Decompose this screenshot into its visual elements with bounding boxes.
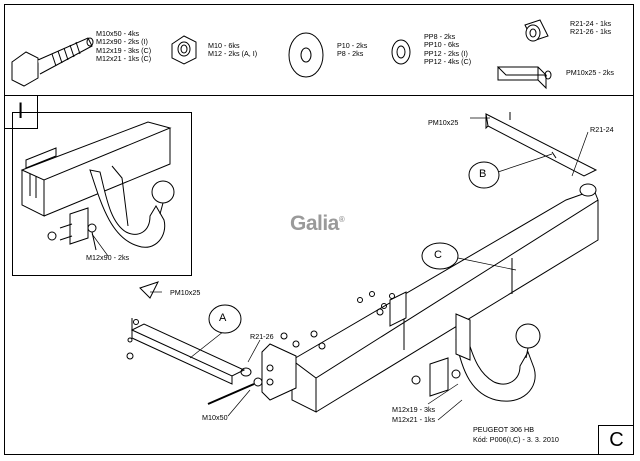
upper-plate [376,291,407,327]
bolts-legend: M10x50 - 4ks M12x90 - 2ks (I) M12x19 - 3… [96,29,152,64]
galia-logo: Galia® [290,212,345,236]
spacer-icon [524,19,549,42]
inset-frame [12,112,192,276]
legend-line: M10 - 6ks [208,41,240,50]
tow-ball [411,313,541,402]
fasteners [126,291,395,405]
legend-line: PP12 - 4ks (C) [424,57,472,67]
plate-legend: PM10x25 - 2ks [566,68,614,77]
legend-divider [4,95,634,96]
legend-line: R21-24 - 1ks [570,19,612,28]
plate-icon [496,66,552,90]
label-m12x19: M12x19 - 3ks [392,405,436,414]
legend-line: R21-26 - 1ks [570,27,612,37]
logo-mark: ® [338,215,345,224]
legend-line: PP8 - 2ks [424,32,456,41]
callout-circles [208,161,500,334]
label-m10x50: M10x50 [202,413,228,422]
label-pm-top: PM10x25 [428,118,459,127]
view-label-c: C [609,429,624,451]
drawing-frame [4,4,634,455]
washers-legend: P10 - 2ks P8 - 2ks [337,41,368,59]
legend-line: PP10 - 6ks [424,40,460,50]
spring-washers-legend: PP8 - 2ks PP10 - 6ks PP12 - 2ks (I) PP12… [424,32,472,67]
bracket-b [485,112,598,177]
vehicle-model: PEUGEOT 306 HB [473,425,534,434]
label-m12x21: M12x21 - 1ks [392,415,436,424]
logo-text: Galia [290,212,339,235]
legend-line: M12x90 - 2ks (I) [96,37,148,47]
view-label-box-c: C [598,425,634,455]
legend-line: M12x19 - 3ks (C) [96,45,152,55]
callout-a: A [219,312,227,324]
inset-callout: M12x90 - 2ks [86,253,130,262]
callout-c: C [434,249,442,261]
nuts-legend: M10 - 6ks M12 - 2ks (A, I) [208,41,258,59]
legend-line: PP12 - 2ks (I) [424,48,468,58]
label-r21-24: R21-24 [590,125,614,134]
bracket-a [130,281,246,385]
legend-line: M12 - 2ks (A, I) [208,49,258,59]
view-label-i: I [17,98,24,123]
label-r21-26: R21-26 [250,332,274,341]
legend-line: M10x50 - 4ks [96,29,140,38]
end-plate [261,343,297,401]
legend-line: P8 - 2ks [337,49,364,59]
legend-line: P10 - 2ks [337,41,368,50]
spacers-legend: R21-24 - 1ks R21-26 - 1ks [570,19,612,37]
label-pm-left: PM10x25 [170,288,201,297]
callout-b: B [479,168,487,180]
title-block: PEUGEOT 306 HB Kód: P006(I,C) - 3. 3. 20… [473,425,559,445]
inset-drawing [20,121,175,251]
spring-washer-icon [391,39,411,65]
washer-icon [288,32,324,78]
bolt-icon [11,37,94,87]
drawing-code: Kód: P006(I,C) - 3. 3. 2010 [473,435,559,444]
nut-icon [171,35,197,65]
legend-line: M12x21 - 1ks (C) [96,54,152,64]
crossbar-c [291,183,599,413]
